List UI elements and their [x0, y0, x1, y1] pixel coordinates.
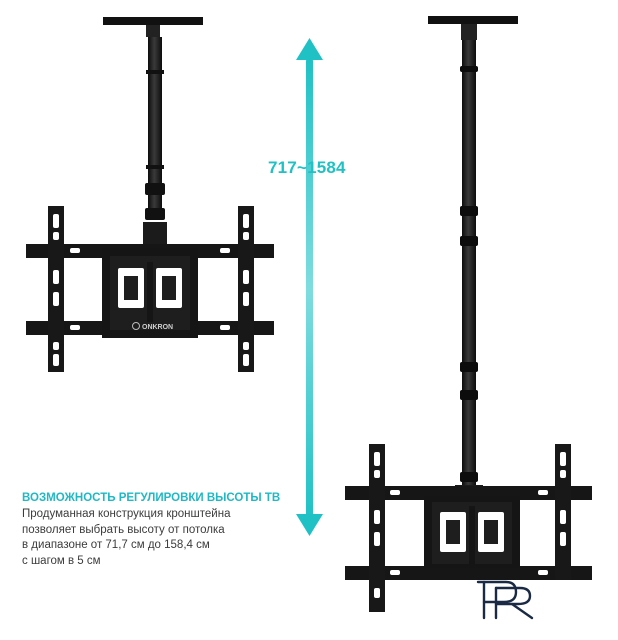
- feature-line: с шагом в 5 см: [22, 554, 101, 567]
- extended-mount-illustration: [345, 16, 618, 640]
- pr-logo-watermark: [476, 580, 534, 620]
- feature-line: Продуманная конструкция кронштейна: [22, 508, 231, 520]
- feature-title: ВОЗМОЖНОСТЬ РЕГУЛИРОВКИ ВЫСОТЫ ТВ: [22, 492, 281, 504]
- short-mount-illustration: ONKRON: [26, 17, 274, 372]
- feature-line: в диапазоне от 71,7 см до 158,4 см: [22, 539, 210, 551]
- feature-text: Продуманная конструкция кронштейна позво…: [22, 507, 312, 569]
- feature-description: ВОЗМОЖНОСТЬ РЕГУЛИРОВКИ ВЫСОТЫ ТВ Продум…: [22, 492, 312, 569]
- height-range-label: 717~1584: [268, 158, 346, 177]
- plate-brand-text: ONKRON: [142, 324, 173, 331]
- feature-line: позволяет выбрать высоту от потолка: [22, 523, 225, 536]
- height-adjust-arrow: [296, 38, 323, 536]
